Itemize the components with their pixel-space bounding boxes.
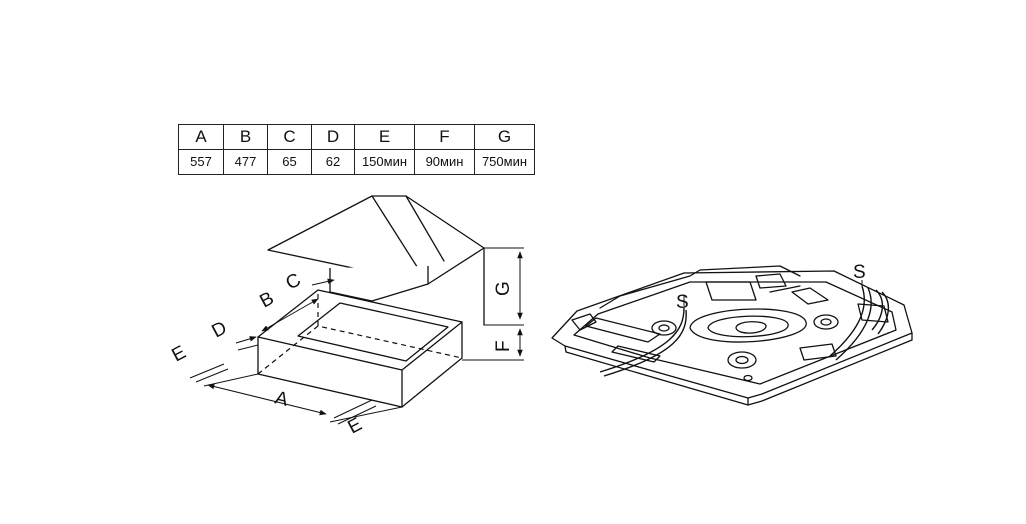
header-a: A [178, 124, 224, 150]
hood-shape [267, 195, 485, 326]
dimension-value-row: 557 477 65 62 150мин 90мин 750мин [178, 149, 535, 175]
header-d: D [311, 124, 355, 150]
value-a: 557 [178, 149, 224, 175]
label-g: G [493, 281, 514, 296]
header-f: F [414, 124, 475, 150]
label-d: D [208, 317, 230, 342]
dimension-lines [189, 247, 524, 425]
label-c: C [282, 269, 304, 294]
label-f: F [493, 340, 514, 352]
label-b: B [256, 288, 277, 312]
value-c: 65 [267, 149, 312, 175]
dimension-header-row: A B C D E F G [178, 124, 535, 150]
value-f: 90мин [414, 149, 475, 175]
label-s-center: S [676, 292, 689, 313]
label-a: A [273, 387, 291, 411]
dimension-table: A B C D E F G 557 477 65 62 150мин 90мин… [178, 124, 535, 175]
value-b: 477 [223, 149, 268, 175]
label-e-right: E [344, 414, 365, 438]
hob-underside-drawing: S S [551, 262, 913, 406]
header-g: G [474, 124, 535, 150]
label-s-right: S [853, 262, 866, 283]
cutout-drawing: A B C D E E G F [168, 195, 524, 438]
label-e-left: E [168, 342, 189, 366]
value-d: 62 [311, 149, 355, 175]
value-g: 750мин [474, 149, 535, 175]
value-e: 150мин [354, 149, 415, 175]
